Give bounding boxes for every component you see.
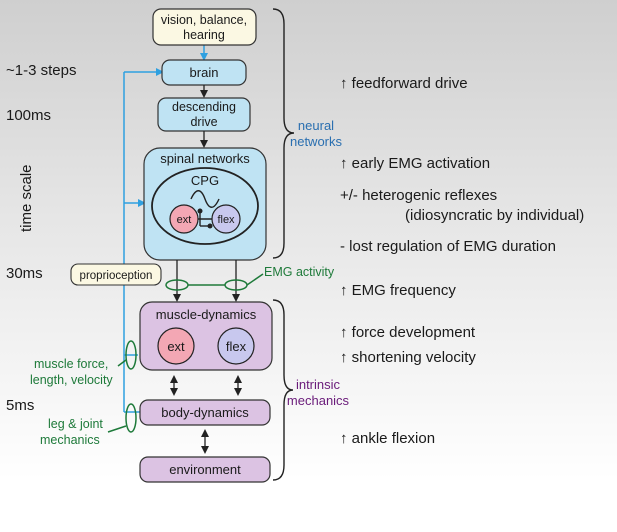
muscle-dynamics-label: muscle-dynamics	[156, 307, 257, 322]
timescale-5ms: 5ms	[6, 397, 34, 414]
neural-networks-label-line2: networks	[290, 134, 343, 149]
muscle-ext-label: ext	[167, 339, 185, 354]
effect-heterogenic: +/- heterogenic reflexes	[340, 187, 497, 204]
descending-label-line2: drive	[190, 115, 217, 129]
cpg-flex-label: flex	[217, 214, 235, 226]
effect-feedforward: ↑ feedforward drive	[340, 75, 468, 92]
timescale-100ms: 100ms	[6, 107, 51, 124]
timescale-steps: ~1-3 steps	[6, 62, 76, 79]
effect-lost-regulation: - lost regulation of EMG duration	[340, 238, 556, 255]
muscle-force-label-line2: length, velocity	[30, 373, 113, 387]
emg-activity-label: EMG activity	[264, 265, 335, 279]
environment-box: environment	[139, 456, 271, 483]
effect-emg-frequency: ↑ EMG frequency	[340, 282, 456, 299]
cpg-label: CPG	[191, 173, 219, 188]
cpg-ext-label: ext	[177, 214, 192, 226]
muscle-dynamics-box: muscle-dynamics ext flex	[139, 301, 273, 371]
effect-early-emg: ↑ early EMG activation	[340, 155, 490, 172]
intrinsic-mechanics-brace	[272, 299, 294, 481]
spinal-networks-label: spinal networks	[160, 151, 250, 166]
proprioception-box: proprioception	[70, 263, 162, 286]
proprioception-label: proprioception	[80, 270, 153, 282]
intrinsic-mechanics-label-line2: mechanics	[287, 393, 350, 408]
muscle-force-label-line1: muscle force,	[34, 357, 108, 371]
leg-joint-label-line1: leg & joint	[48, 417, 103, 431]
cpg-ext-circle	[169, 204, 199, 234]
environment-label: environment	[169, 462, 241, 477]
cpg-wave-icon	[190, 190, 220, 208]
emg-activity-marker	[165, 273, 264, 291]
cpg-flex-circle	[211, 204, 241, 234]
effect-force-development: ↑ force development	[340, 324, 476, 341]
leg-joint-marker	[107, 403, 137, 433]
effect-ankle-flexion: ↑ ankle flexion	[340, 430, 435, 447]
effect-shortening-velocity: ↑ shortening velocity	[340, 349, 476, 366]
sensory-label-line1: vision, balance,	[161, 13, 247, 27]
muscle-ext-circle	[157, 327, 195, 365]
muscle-force-marker	[117, 340, 137, 370]
descending-label-line1: descending	[172, 100, 236, 114]
body-dynamics-box: body-dynamics	[139, 399, 271, 426]
muscle-flex-label: flex	[226, 339, 247, 354]
neural-networks-brace	[272, 8, 295, 259]
effect-idiosyncratic: (idiosyncratic by individual)	[405, 207, 584, 224]
timescale-30ms: 30ms	[6, 265, 43, 282]
spinal-networks-box: spinal networks CPG ext flex	[143, 147, 267, 261]
body-dynamics-label: body-dynamics	[161, 405, 249, 420]
neural-networks-label-line1: neural	[298, 118, 334, 133]
intrinsic-mechanics-label-line1: intrinsic	[296, 377, 341, 392]
timescale-axis-label: time scale	[18, 164, 35, 232]
muscle-flex-circle	[217, 327, 255, 365]
proprioception-feedback-lines	[123, 45, 208, 413]
brain-box: brain	[161, 59, 247, 86]
descending-drive-box: descending drive	[157, 97, 251, 132]
brain-label: brain	[190, 65, 219, 80]
sensory-box: vision, balance, hearing	[152, 8, 257, 46]
leg-joint-label-line2: mechanics	[40, 433, 100, 447]
sensory-label-line2: hearing	[183, 28, 225, 42]
